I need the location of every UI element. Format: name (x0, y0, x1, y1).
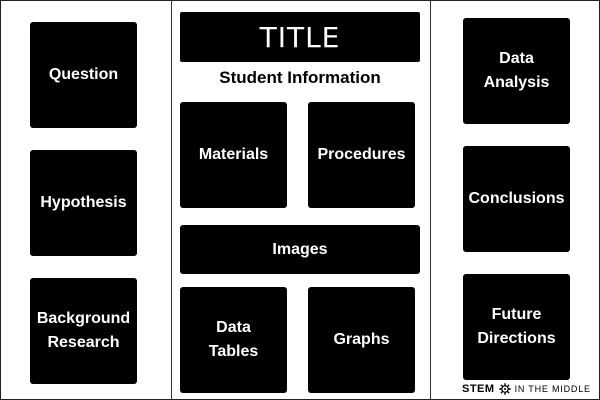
student-information-label: Student Information (219, 68, 381, 87)
credit-brand: STEM (462, 383, 495, 395)
conclusions-box: Conclusions (463, 146, 570, 252)
future-directions-box: Future Directions (463, 274, 570, 380)
data-analysis-box: Data Analysis (463, 18, 570, 124)
data-tables-box: Data Tables (180, 287, 287, 393)
credit-tagline: IN THE MIDDLE (514, 384, 591, 394)
stem-in-the-middle-credit: STEM IN THE MIDDLE (462, 381, 591, 397)
left-fold-line (171, 0, 172, 400)
hypothesis-box: Hypothesis (30, 150, 137, 256)
background-research-box: Background Research (30, 278, 137, 384)
procedures-box: Procedures (308, 102, 415, 208)
gear-icon (498, 383, 511, 395)
images-box: Images (180, 225, 420, 274)
materials-box: Materials (180, 102, 287, 208)
right-fold-line (430, 0, 431, 400)
title-box: TITLE (180, 12, 420, 62)
graphs-box: Graphs (308, 287, 415, 393)
question-box: Question (30, 22, 137, 128)
